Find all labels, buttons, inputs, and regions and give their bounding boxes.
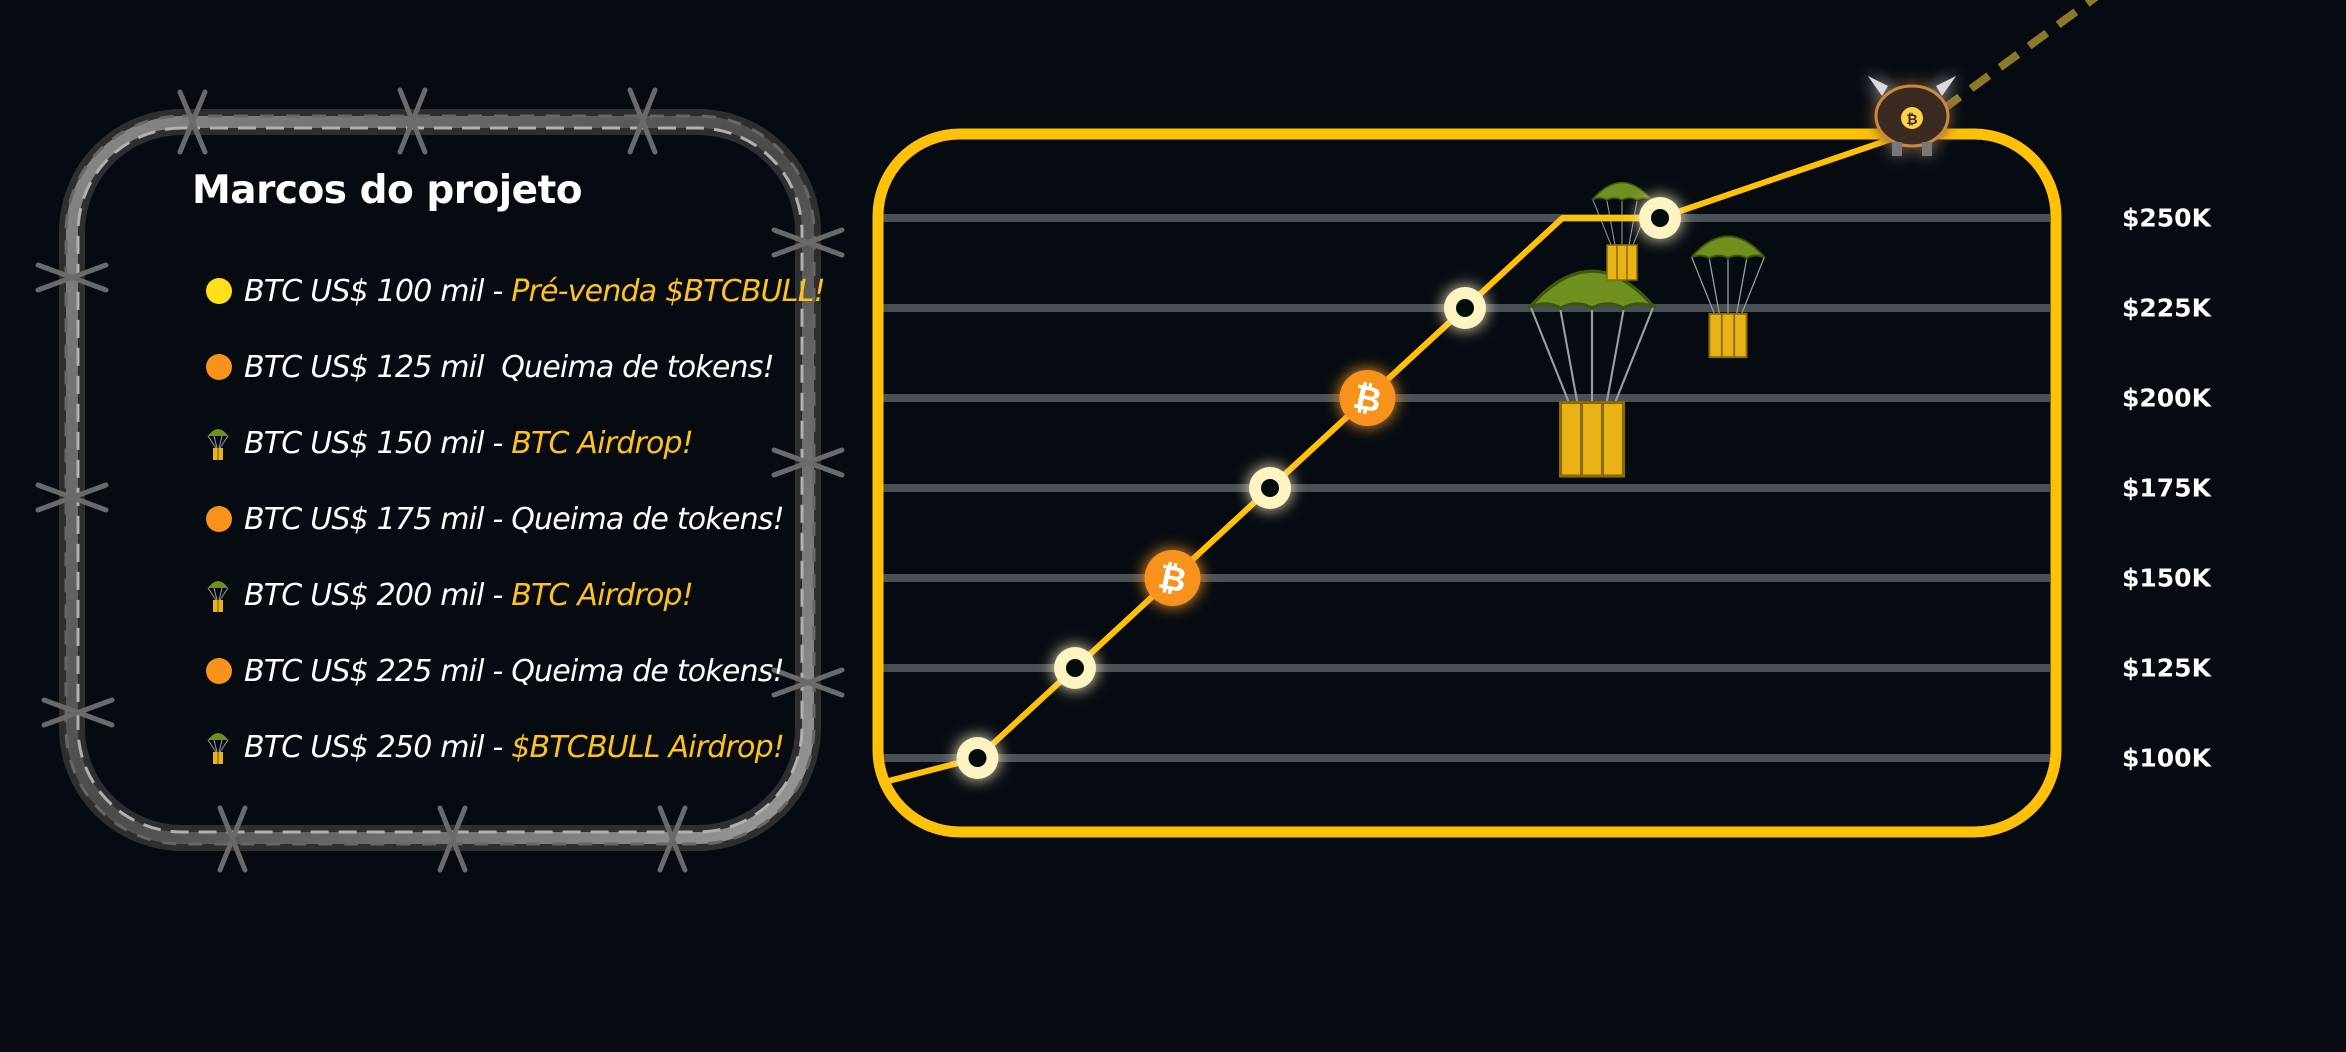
parachute-crate-glyph [207, 581, 229, 612]
bitcoin-icon: ₿ [1144, 550, 1201, 606]
milestone-ring-marker [1639, 197, 1681, 239]
milestone-dot [206, 506, 232, 532]
parachute-crate-icon [192, 576, 244, 614]
yellow-dot-icon [192, 278, 244, 304]
y-tick-label: $150K [2122, 563, 2211, 593]
milestone-separator: - [483, 273, 512, 309]
milestone-price: BTC US$ 225 mil [244, 653, 485, 689]
milestone-item: BTC US$ 100 mil - Pré-venda $BTCBULL! [192, 253, 832, 329]
milestone-separator: - [483, 425, 512, 461]
milestones-panel: Marcos do projeto BTC US$ 100 mil - Pré-… [192, 168, 832, 785]
milestone-event: $BTCBULL Airdrop! [511, 729, 785, 765]
milestone-item: BTC US$ 150 mil - BTC Airdrop! [192, 405, 832, 481]
parachute-crate-icon [1591, 181, 1653, 281]
price-path-extension [1939, 0, 2099, 114]
orange-dot-icon [192, 658, 244, 684]
milestone-price: BTC US$ 200 mil [244, 577, 485, 613]
y-tick-label: $225K [2122, 293, 2211, 323]
milestone-separator: - [483, 577, 512, 613]
y-tick-label: $200K [2122, 383, 2211, 413]
parachute-crate-icon [1527, 269, 1657, 478]
orange-dot-icon [192, 506, 244, 532]
milestone-ring-marker [1444, 287, 1486, 329]
milestone-item: BTC US$ 225 mil - Queima de tokens! [192, 633, 832, 709]
milestone-price: BTC US$ 175 mil [244, 501, 485, 537]
milestone-item: BTC US$ 125 mil Queima de tokens! [192, 329, 832, 405]
milestone-ring-marker [1054, 647, 1096, 689]
parachute-crate-icon [192, 424, 244, 462]
parachute-airdrops [1527, 181, 1766, 478]
milestone-price: BTC US$ 250 mil [244, 729, 485, 765]
milestone-price: BTC US$ 150 mil [244, 425, 485, 461]
milestone-item: BTC US$ 250 mil - $BTCBULL Airdrop! [192, 709, 832, 785]
chart-frame [872, 128, 2062, 838]
milestone-ring-marker [956, 737, 999, 779]
milestone-price: BTC US$ 100 mil [244, 273, 485, 309]
milestone-separator: - [483, 653, 512, 689]
svg-text:₿: ₿ [1906, 112, 1917, 128]
milestone-event: BTC Airdrop! [511, 577, 694, 613]
milestone-dot [206, 354, 232, 380]
y-tick-label: $175K [2122, 473, 2211, 503]
marker-layer: ₿₿ [956, 197, 1681, 779]
milestone-price: BTC US$ 125 mil [244, 349, 485, 385]
milestone-event: Pré-venda $BTCBULL! [511, 273, 825, 309]
parachute-crate-icon [1690, 235, 1766, 359]
milestone-dot [206, 278, 232, 304]
y-tick-label: $100K [2122, 743, 2211, 773]
milestone-item: BTC US$ 200 mil - BTC Airdrop! [192, 557, 832, 633]
milestone-dot [206, 658, 232, 684]
milestone-event: Queima de tokens! [511, 653, 784, 689]
milestone-event: Queima de tokens! [501, 349, 774, 385]
milestone-event: BTC Airdrop! [511, 425, 694, 461]
parachute-crate-icon [192, 728, 244, 766]
bitcoin-icon: ₿ [1339, 370, 1396, 426]
price-path-rise [1659, 129, 1913, 221]
milestone-list: BTC US$ 100 mil - Pré-venda $BTCBULL!BTC… [192, 253, 832, 785]
milestone-separator: - [483, 501, 512, 537]
grid-layer [880, 214, 2050, 762]
milestone-item: BTC US$ 175 mil - Queima de tokens! [192, 481, 832, 557]
orange-dot-icon [192, 354, 244, 380]
milestone-separator: - [483, 729, 512, 765]
y-tick-label: $125K [2122, 653, 2211, 683]
barbed-wire-frame-icon [35, 87, 845, 873]
milestone-ring-marker [1249, 467, 1291, 509]
bull-rocket-icon: ₿ [1868, 76, 1956, 156]
parachute-crate-glyph [207, 429, 229, 460]
y-tick-label: $250K [2122, 203, 2211, 233]
panel-title: Marcos do projeto [192, 168, 583, 213]
milestone-event: Queima de tokens! [511, 501, 784, 537]
parachute-crate-glyph [207, 733, 229, 764]
